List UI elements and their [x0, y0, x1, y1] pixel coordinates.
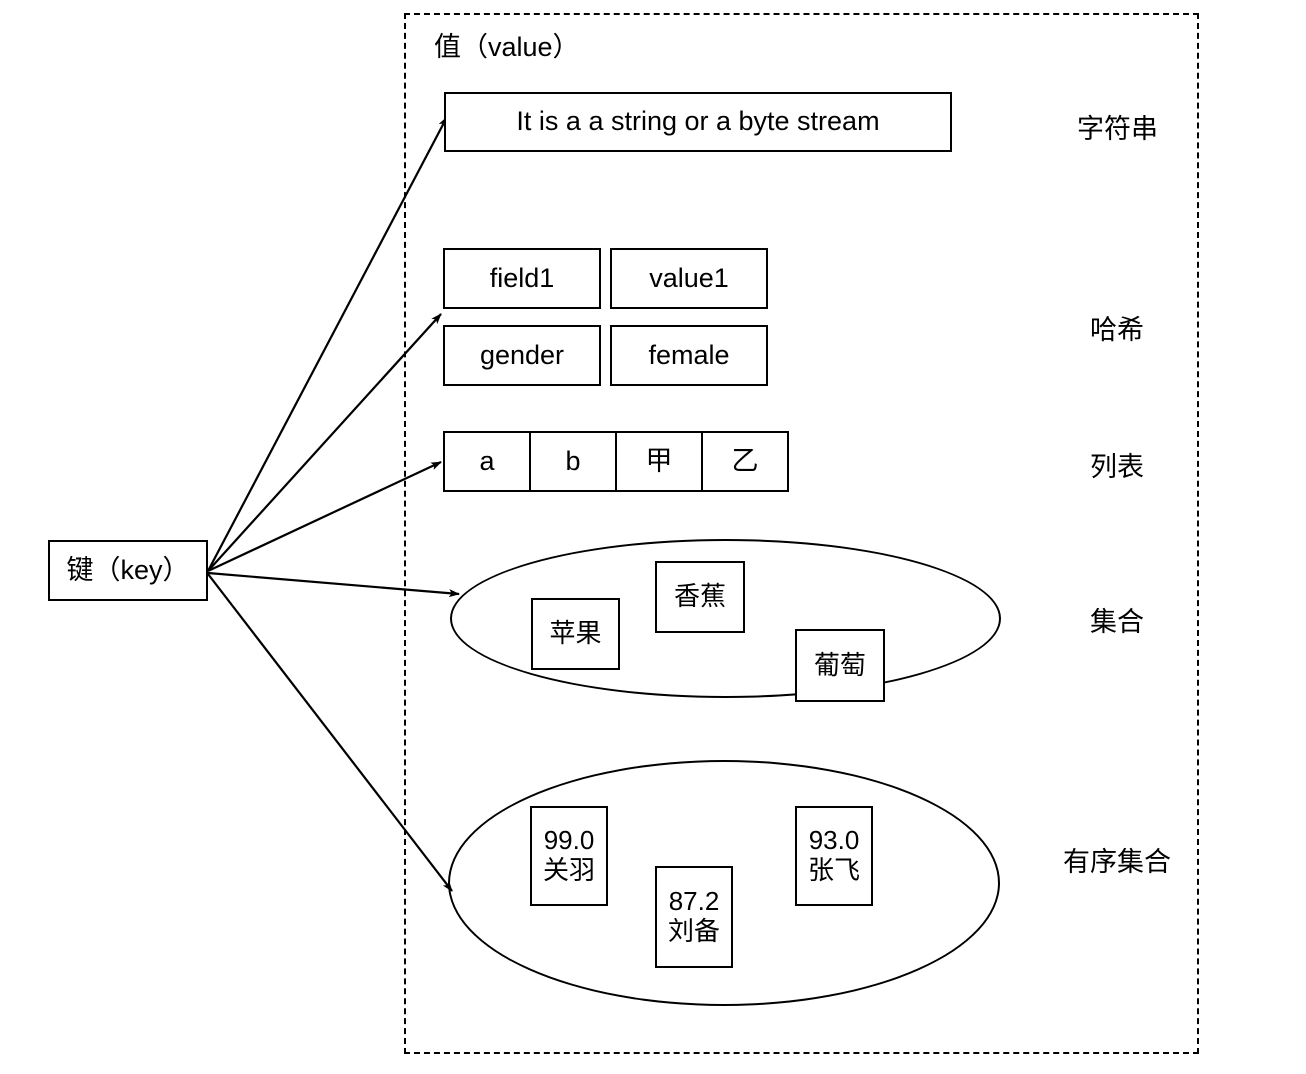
- hash-value-cell[interactable]: female: [610, 325, 768, 386]
- key-node-label: 键（key）: [66, 554, 190, 585]
- set-member-label: 苹果: [549, 618, 602, 649]
- sorted-set-member[interactable]: 93.0 张飞: [795, 806, 873, 906]
- type-label-list: 列表: [1090, 452, 1144, 482]
- list-item[interactable]: b: [529, 431, 617, 492]
- hash-value-text: value1: [649, 262, 729, 293]
- hash-value-cell[interactable]: value1: [610, 248, 768, 309]
- list-item-label: 甲: [645, 445, 673, 476]
- string-value-node[interactable]: It is a a string or a byte stream: [444, 92, 952, 152]
- list-item-label: a: [479, 445, 495, 476]
- sorted-set-member-name: 关羽: [542, 855, 595, 885]
- set-member[interactable]: 葡萄: [795, 629, 885, 702]
- hash-field-cell[interactable]: field1: [443, 248, 601, 309]
- sorted-set-value-ellipse: [448, 760, 1000, 1006]
- hash-field-text: field1: [489, 262, 555, 293]
- hash-field-cell[interactable]: gender: [443, 325, 601, 386]
- key-node[interactable]: 键（key）: [48, 540, 208, 601]
- sorted-set-member-score: 87.2: [668, 886, 720, 917]
- hash-field-text: gender: [479, 339, 565, 370]
- list-item[interactable]: a: [443, 431, 531, 492]
- sorted-set-member-name: 张飞: [807, 855, 860, 885]
- list-item[interactable]: 甲: [615, 431, 703, 492]
- set-member-label: 香蕉: [673, 581, 726, 612]
- set-value-ellipse: [450, 539, 1001, 698]
- type-label-sorted-set: 有序集合: [1063, 847, 1171, 877]
- sorted-set-member[interactable]: 87.2 刘备: [655, 866, 733, 968]
- value-region: [404, 13, 1199, 1054]
- sorted-set-member-score: 93.0: [808, 825, 860, 856]
- type-label-set: 集合: [1090, 607, 1144, 637]
- sorted-set-member-score: 99.0: [543, 825, 595, 856]
- list-value-node: a b 甲 乙: [443, 0, 789, 492]
- type-label-hash: 哈希: [1090, 315, 1144, 345]
- list-item[interactable]: 乙: [701, 431, 789, 492]
- string-value-text: It is a a string or a byte stream: [516, 106, 880, 137]
- list-item-label: b: [565, 445, 581, 476]
- set-member-label: 葡萄: [813, 649, 866, 680]
- sorted-set-member-name: 刘备: [667, 916, 720, 946]
- value-region-title: 值（value）: [434, 32, 580, 62]
- list-item-label: 乙: [731, 445, 759, 476]
- set-member[interactable]: 苹果: [531, 598, 620, 670]
- hash-value-text: female: [648, 339, 730, 370]
- sorted-set-member[interactable]: 99.0 关羽: [530, 806, 608, 906]
- set-member[interactable]: 香蕉: [655, 561, 745, 633]
- type-label-string: 字符串: [1077, 114, 1158, 144]
